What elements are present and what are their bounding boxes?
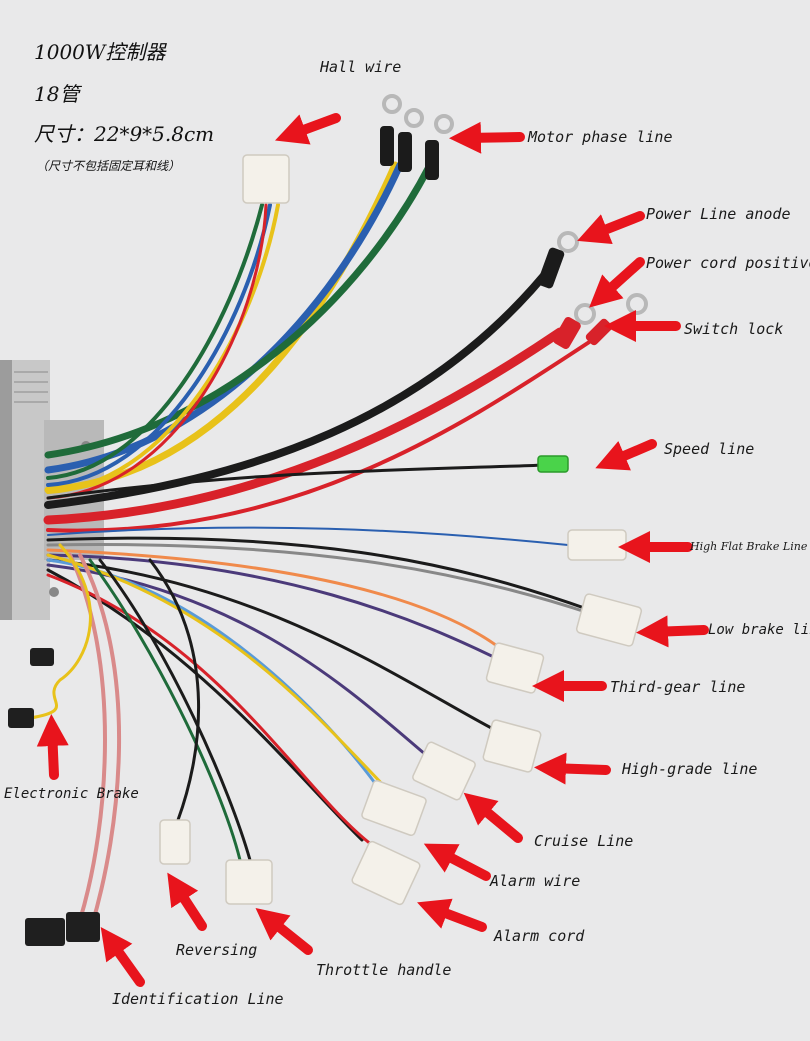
label-alarm-cord: Alarm cord	[494, 927, 585, 945]
wire-black-down	[98, 558, 252, 862]
wire-highgrade	[46, 558, 497, 732]
wire-highbrake	[47, 526, 569, 546]
wire-third-orange	[46, 548, 507, 654]
wire-lowbrake	[46, 536, 592, 612]
wire-hall-yellow	[46, 203, 280, 494]
wire-ident-pink	[68, 553, 107, 922]
wire-third-purple	[46, 553, 512, 667]
arrow-ident	[100, 926, 145, 987]
wire-phase-green	[44, 161, 434, 459]
wire-power-black	[44, 258, 559, 509]
arrows	[36, 113, 709, 987]
arrow-lowbrake	[636, 615, 709, 648]
arrow-speed	[595, 439, 657, 471]
wire-lowbrake2	[46, 542, 594, 616]
label-hall-wire: Hall wire	[320, 58, 402, 76]
label-reversing: Reversing	[176, 941, 258, 959]
wire-hall-blue	[46, 203, 272, 487]
wire-ebrake-yellow	[28, 543, 92, 720]
wire-speed-black	[46, 463, 547, 500]
label-speed: Speed line	[664, 440, 755, 458]
arrow-alarm-wire	[423, 843, 491, 881]
spec-size: 尺寸：22*9*5.8cm	[34, 122, 215, 146]
connectors	[159, 154, 643, 906]
arrow-power-anode	[577, 211, 645, 244]
arrow-reversing	[167, 872, 207, 931]
black-plugs	[8, 648, 100, 946]
label-power-anode: Power Line anode	[646, 205, 791, 223]
arrow-power-positive	[589, 257, 645, 308]
arrow-highgrade	[534, 752, 611, 785]
arrow-motor	[449, 121, 525, 154]
wire-throttle-yellow	[46, 553, 390, 792]
label-throttle: Throttle handle	[316, 961, 452, 979]
wire-hall-red	[46, 203, 268, 500]
label-identification: Identification Line	[112, 990, 284, 1008]
label-motor-phase: Motor phase line	[528, 128, 673, 146]
label-cruise: Cruise Line	[534, 832, 634, 850]
arrow-ebrake	[36, 714, 69, 780]
arrow-hall	[274, 113, 341, 145]
spec-note: （尺寸不包括固定耳和线）	[36, 159, 181, 173]
spec-model: 1000W控制器	[34, 40, 166, 64]
wire-ident-pink2	[78, 553, 121, 927]
arrow-alarm-cord	[417, 898, 487, 932]
wire-alarm-red	[46, 573, 374, 847]
label-switch-lock: Switch lock	[684, 320, 784, 338]
wire-reverse	[148, 558, 200, 822]
wire-bundle	[28, 161, 602, 927]
label-high-grade: High-grade line	[622, 760, 758, 778]
wire-power-red	[43, 327, 565, 525]
label-power-positive: Power cord positive	[646, 254, 810, 272]
ring-terminals	[382, 94, 648, 325]
label-alarm-wire: Alarm wire	[490, 872, 581, 890]
spec-tubes: 18管	[34, 82, 80, 106]
label-electronic-brake: Electronic Brake	[4, 786, 139, 802]
wire-green-down	[88, 558, 242, 862]
label-high-flat-brake: High Flat Brake Line	[690, 540, 808, 553]
arrow-cruise	[463, 792, 523, 843]
wire-hall-green	[46, 203, 264, 480]
label-low-brake: Low brake line	[708, 622, 810, 638]
arrow-throttle	[255, 908, 313, 955]
label-third-gear: Third-gear line	[610, 678, 746, 696]
wire-switch-red	[46, 333, 602, 533]
